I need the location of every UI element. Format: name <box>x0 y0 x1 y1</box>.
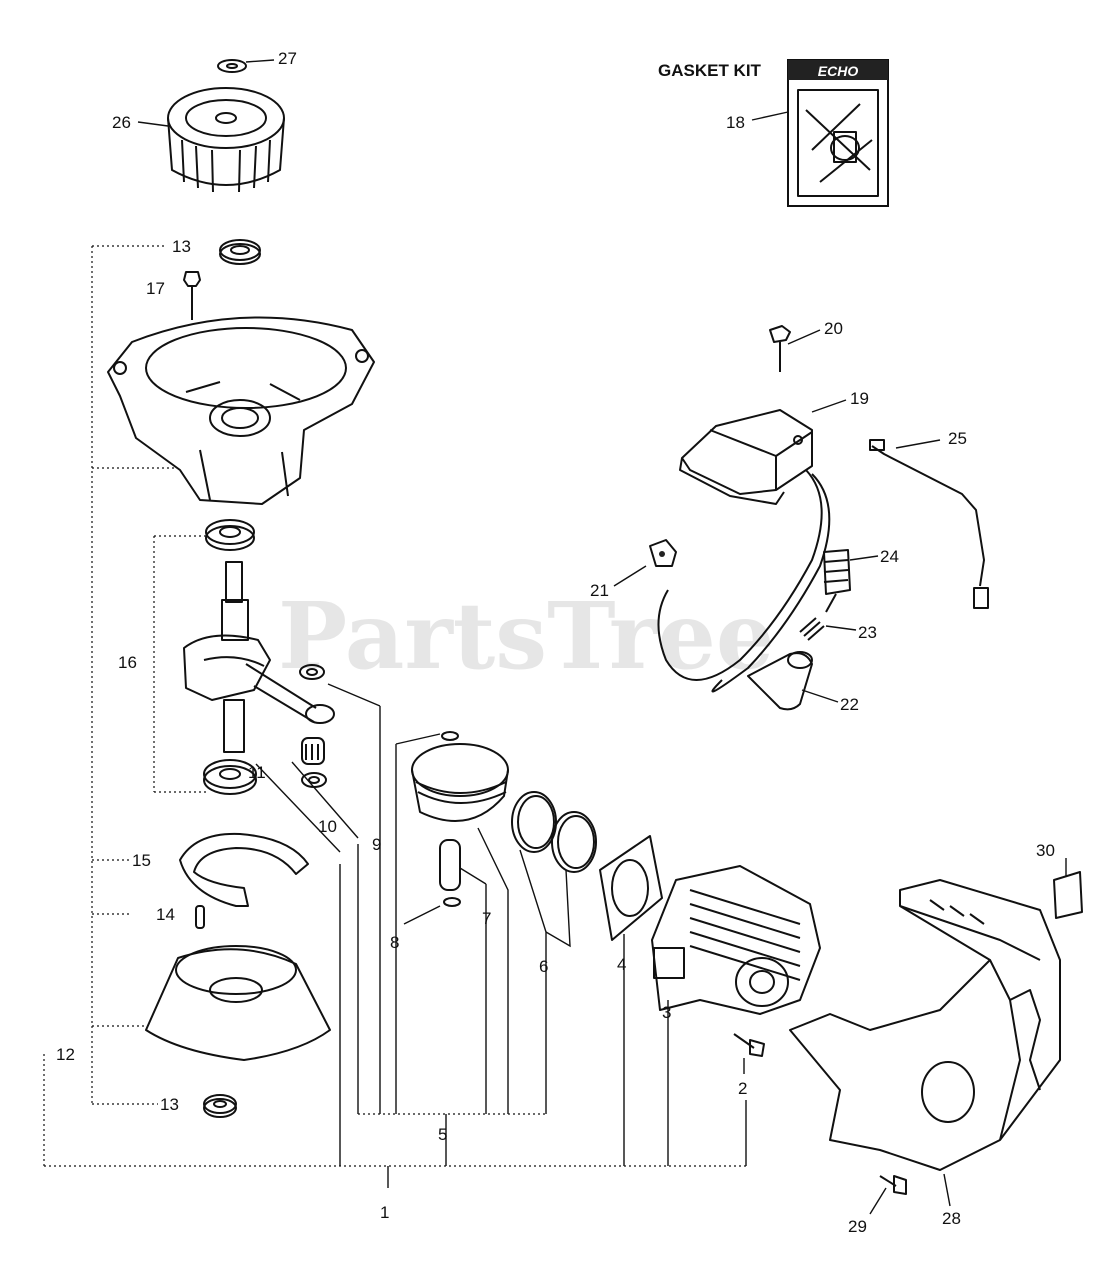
callout-27: 27 <box>278 49 297 68</box>
callout-5: 5 <box>438 1125 447 1144</box>
part-26-flywheel[interactable] <box>167 87 285 193</box>
callout-4: 4 <box>617 955 626 974</box>
part-6-piston-ring-b[interactable] <box>551 811 597 873</box>
callout-20: 20 <box>824 319 843 338</box>
gasket-kit-title: GASKET KIT <box>658 61 762 80</box>
part-22-plug-cap[interactable] <box>747 651 813 711</box>
part-27-washer[interactable] <box>217 59 247 73</box>
callout-18: 18 <box>726 113 745 132</box>
piston[interactable] <box>411 743 509 822</box>
callout-14: 14 <box>156 905 175 924</box>
callout-2: 2 <box>738 1079 747 1098</box>
callout-22: 22 <box>840 695 859 714</box>
callout-1: 1 <box>380 1203 389 1222</box>
callout-13-top: 13 <box>172 237 191 256</box>
part-9-thrust-washer-top[interactable] <box>299 664 325 680</box>
crankcase-lower[interactable] <box>145 945 331 1061</box>
callout-16: 16 <box>118 653 137 672</box>
part-21-grommet[interactable] <box>649 539 677 567</box>
part-3-cylinder[interactable] <box>651 865 821 1015</box>
part-24-spark-plug[interactable] <box>823 549 851 613</box>
part-7-piston-pin[interactable] <box>439 839 461 891</box>
callout-21: 21 <box>590 581 609 600</box>
callout-15: 15 <box>132 851 151 870</box>
callout-13-bottom: 13 <box>160 1095 179 1114</box>
callout-9: 9 <box>372 835 381 854</box>
part-10-needle-bearing[interactable] <box>301 737 325 765</box>
part-28-engine-cover[interactable] <box>789 879 1061 1171</box>
part-9-thrust-washer-bottom[interactable] <box>301 772 327 788</box>
crankcase-upper[interactable] <box>107 316 375 505</box>
callout-28: 28 <box>942 1209 961 1228</box>
part-19-ignition-coil[interactable] <box>657 409 831 693</box>
callout-11: 11 <box>248 763 266 782</box>
callout-30: 30 <box>1036 841 1055 860</box>
callout-19: 19 <box>850 389 869 408</box>
part-2-bolt[interactable] <box>733 1033 765 1057</box>
callout-25: 25 <box>948 429 967 448</box>
callout-7: 7 <box>482 909 491 928</box>
callout-29: 29 <box>848 1217 867 1236</box>
callout-numbers: 1 2 3 4 5 6 7 8 9 10 11 12 13 13 14 15 1… <box>56 49 1055 1236</box>
part-6-piston-ring-a[interactable] <box>511 791 557 853</box>
part-20-bolt[interactable] <box>769 325 791 372</box>
gasket-kit-card[interactable]: ECHO <box>787 59 889 207</box>
part-4-cylinder-gasket[interactable] <box>599 835 663 941</box>
part-13-oil-seal-top[interactable] <box>219 239 261 265</box>
part-15-retainer-plate[interactable] <box>179 832 309 907</box>
part-23-spring[interactable] <box>799 617 825 641</box>
callout-8: 8 <box>390 933 399 952</box>
part-8-circlip-top[interactable] <box>441 731 459 741</box>
callout-3: 3 <box>662 1003 671 1022</box>
callout-24: 24 <box>880 547 899 566</box>
callout-10: 10 <box>318 817 337 836</box>
part-29-screw[interactable] <box>879 1175 907 1195</box>
callout-17: 17 <box>146 279 165 298</box>
gasket-kit-brand: ECHO <box>818 63 859 79</box>
callout-23: 23 <box>858 623 877 642</box>
part-8-circlip-bottom[interactable] <box>443 897 461 907</box>
leader-lines <box>43 59 1067 1215</box>
crankshaft[interactable] <box>183 561 335 753</box>
part-30-label[interactable] <box>1053 871 1083 919</box>
part-25-ground-wire[interactable] <box>869 439 989 609</box>
part-16-crankshaft-bearing-top[interactable] <box>205 519 255 551</box>
callout-26: 26 <box>112 113 131 132</box>
part-16-crankshaft-bearing-bottom[interactable] <box>203 759 257 795</box>
watermark-text: PartsTree <box>278 582 774 690</box>
part-17-bolt[interactable] <box>183 271 201 320</box>
callout-12: 12 <box>56 1045 75 1064</box>
callout-6: 6 <box>539 957 548 976</box>
part-13-oil-seal-bottom[interactable] <box>203 1094 237 1118</box>
part-14-dowel-pin[interactable] <box>195 905 205 929</box>
